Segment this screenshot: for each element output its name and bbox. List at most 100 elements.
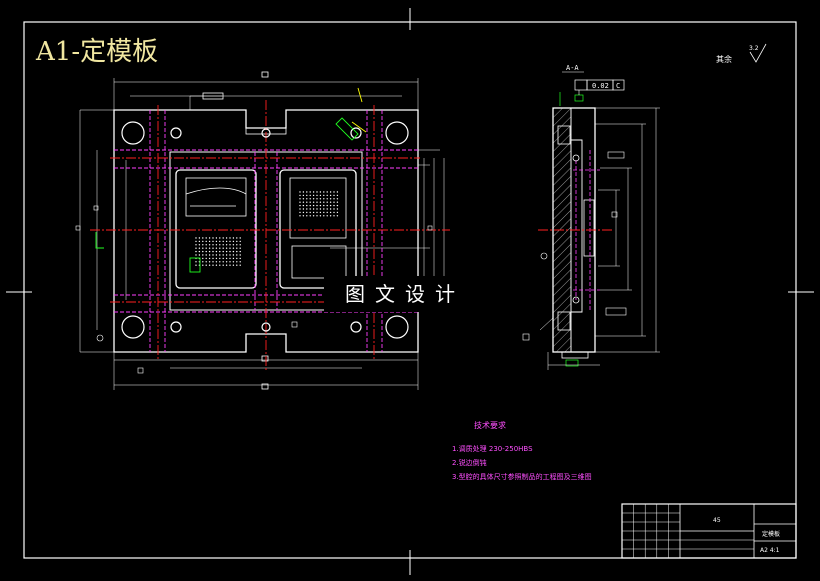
texture-dot bbox=[198, 240, 201, 243]
texture-dot bbox=[229, 250, 231, 253]
texture-dot bbox=[239, 261, 241, 263]
plan-center-lines bbox=[90, 100, 450, 370]
texture-dot bbox=[222, 264, 224, 266]
texture-dot bbox=[299, 208, 301, 210]
texture-dot bbox=[306, 204, 308, 207]
watermark-text: 图文设计 bbox=[345, 282, 465, 306]
texture-dot bbox=[239, 247, 241, 249]
texture-dot bbox=[232, 250, 235, 253]
title-block bbox=[621, 503, 797, 559]
texture-dot bbox=[236, 264, 238, 266]
texture-dot bbox=[232, 257, 235, 260]
texture-dot bbox=[312, 211, 315, 214]
texture-dot bbox=[229, 254, 231, 256]
texture-dot bbox=[212, 264, 214, 266]
texture-dot bbox=[229, 247, 231, 249]
texture-dot bbox=[329, 191, 332, 193]
section-view: A-A 0.02 C bbox=[522, 64, 660, 370]
texture-dot bbox=[225, 247, 228, 249]
texture-dot bbox=[205, 257, 207, 260]
texture-dot bbox=[319, 198, 322, 200]
texture-dot bbox=[319, 215, 322, 217]
texture-dot bbox=[215, 247, 218, 249]
texture-dot bbox=[229, 237, 231, 239]
texture-dot bbox=[219, 250, 221, 253]
texture-dot bbox=[306, 201, 308, 203]
texture-dot bbox=[329, 198, 332, 200]
texture-dot bbox=[198, 250, 201, 253]
texture-dot bbox=[212, 250, 214, 253]
texture-dot bbox=[333, 204, 335, 207]
plan-view bbox=[75, 71, 450, 390]
texture-dot bbox=[208, 247, 211, 249]
texture-dot bbox=[302, 215, 305, 217]
texture-dot bbox=[326, 191, 328, 193]
texture-dot bbox=[329, 194, 332, 197]
texture-dot bbox=[326, 211, 328, 214]
texture-dot bbox=[195, 250, 197, 253]
texture-dot bbox=[225, 257, 228, 260]
texture-dot bbox=[323, 191, 325, 193]
texture-dot bbox=[312, 191, 315, 193]
texture-dot bbox=[208, 264, 211, 266]
texture-dot bbox=[333, 191, 335, 193]
texture-dot bbox=[299, 215, 301, 217]
texture-dot bbox=[239, 257, 241, 260]
texture-dot bbox=[222, 254, 224, 256]
texture-dot bbox=[336, 198, 339, 200]
guide-holes bbox=[121, 121, 409, 339]
texture-dot bbox=[225, 237, 228, 239]
texture-dot bbox=[232, 237, 235, 239]
texture-dot bbox=[323, 215, 325, 217]
texture-dot bbox=[306, 211, 308, 214]
cavity-dot-grid-right bbox=[299, 191, 339, 217]
texture-dot bbox=[208, 254, 211, 256]
texture-dot bbox=[215, 237, 218, 239]
texture-dot bbox=[208, 250, 211, 253]
texture-dot bbox=[212, 254, 214, 256]
texture-dot bbox=[319, 211, 322, 214]
texture-dot bbox=[329, 208, 332, 210]
texture-dot bbox=[236, 237, 238, 239]
texture-dot bbox=[309, 215, 311, 217]
texture-dot bbox=[302, 208, 305, 210]
texture-dot bbox=[219, 254, 221, 256]
texture-dot bbox=[316, 204, 318, 207]
texture-dot bbox=[208, 237, 211, 239]
texture-dot bbox=[299, 201, 301, 203]
texture-dot bbox=[299, 211, 301, 214]
tech-requirements-title: 技术要求 bbox=[474, 420, 506, 430]
texture-dot bbox=[222, 261, 224, 263]
title-block-sheet: A2 4:1 bbox=[760, 547, 780, 554]
texture-dot bbox=[232, 240, 235, 243]
tech-requirement-item: 3.型腔的具体尺寸参照制品的工程图及三维图 bbox=[452, 472, 592, 481]
texture-dot bbox=[312, 201, 315, 203]
texture-dot bbox=[222, 247, 224, 249]
texture-dot bbox=[215, 264, 218, 266]
texture-dot bbox=[202, 264, 204, 266]
texture-dot bbox=[336, 215, 339, 217]
texture-dot bbox=[333, 201, 335, 203]
texture-dot bbox=[202, 257, 204, 260]
texture-dot bbox=[236, 261, 238, 263]
texture-dot bbox=[219, 244, 221, 246]
texture-dot bbox=[336, 211, 339, 214]
texture-dot bbox=[236, 254, 238, 256]
texture-dot bbox=[225, 264, 228, 266]
texture-dot bbox=[309, 208, 311, 210]
texture-dot bbox=[225, 240, 228, 243]
texture-dot bbox=[329, 201, 332, 203]
texture-dot bbox=[316, 201, 318, 203]
texture-dot bbox=[309, 194, 311, 197]
texture-dot bbox=[316, 194, 318, 197]
texture-dot bbox=[309, 211, 311, 214]
texture-dot bbox=[299, 198, 301, 200]
texture-dot bbox=[195, 240, 197, 243]
texture-dot bbox=[323, 208, 325, 210]
texture-dot bbox=[236, 240, 238, 243]
texture-dot bbox=[229, 244, 231, 246]
texture-dot bbox=[239, 264, 241, 266]
texture-dot bbox=[215, 257, 218, 260]
texture-dot bbox=[319, 191, 322, 193]
texture-dot bbox=[205, 237, 207, 239]
